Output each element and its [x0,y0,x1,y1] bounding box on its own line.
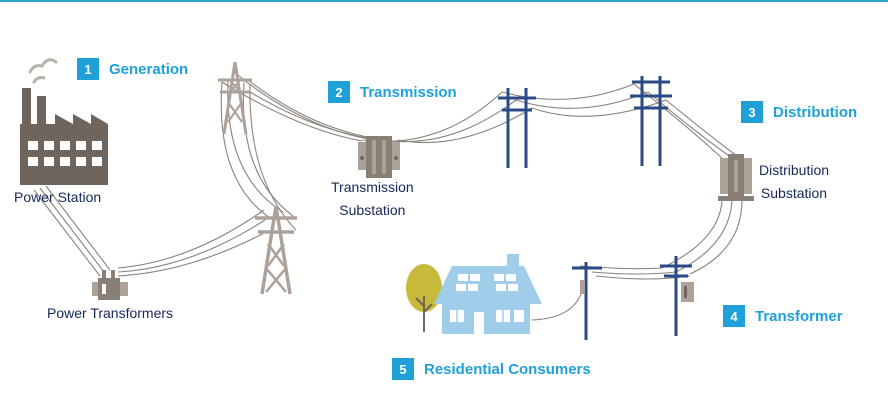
step-generation: 1 Generation [77,58,188,80]
transmission-substation-label-line1: Transmission [331,179,414,195]
step-number-badge: 1 [77,58,99,80]
step-transmission: 2 Transmission [328,81,457,103]
step-transformer: 4 Transformer [723,305,843,327]
step-label: Distribution [773,103,858,121]
power-station-icon [20,58,108,185]
transmission-substation-label-line2: Substation [339,202,406,218]
step-label: Transmission [360,83,457,101]
step-label: Transformer [755,307,843,325]
transmission-pole-2-icon [630,76,672,166]
step-residential-consumers: 5 Residential Consumers [392,358,591,380]
transmission-substation-icon [358,136,400,178]
power-transformers-label: Power Transformers [47,305,174,321]
transmission-pole-1-icon [498,88,536,168]
upper-transmission-tower-icon [218,61,252,135]
power-transformer-icon [92,270,128,300]
top-accent-line [0,0,888,2]
transmission-substation-label: Transmission Substation [331,176,414,222]
step-label: Residential Consumers [424,360,591,378]
distribution-substation-icon [718,154,754,201]
house-icon [434,254,542,334]
service-pole-icon [572,262,602,340]
step-label: Generation [109,60,189,78]
step-number-badge: 3 [741,101,763,123]
step-number-badge: 2 [328,81,350,103]
distribution-substation-label-line1: Distribution [759,162,830,178]
step-distribution: 3 Distribution [741,101,857,123]
step-number-badge: 4 [723,305,745,327]
tree-icon [406,264,442,332]
distribution-substation-label-line2: Substation [760,185,828,201]
step-number-badge: 5 [392,358,414,380]
transformer-pole-icon [660,256,694,336]
distribution-substation-label: Distribution Substation [759,159,829,205]
lower-transmission-tower-icon [255,205,297,295]
power-station-label: Power Station [14,189,102,205]
